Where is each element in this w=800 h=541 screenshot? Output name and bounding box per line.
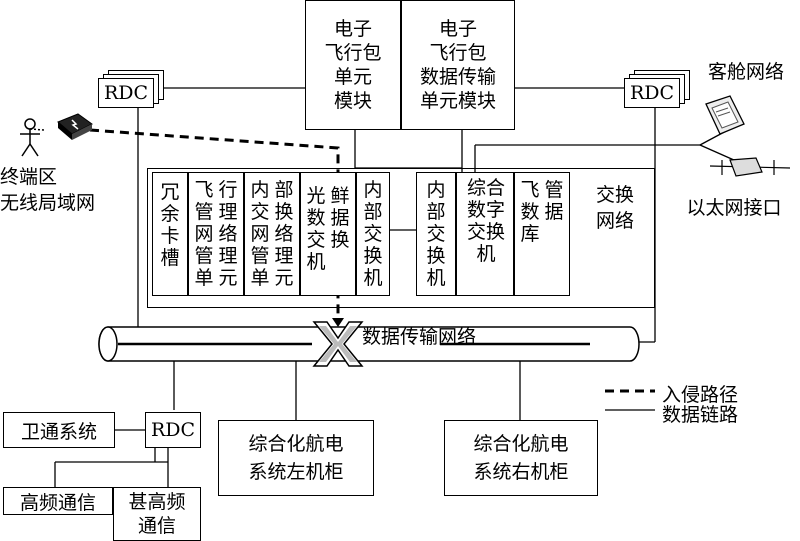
rdc-bottom: RDC xyxy=(145,412,201,448)
integrated-digital-switch-label: 综合 数字 交换 机 xyxy=(466,177,505,265)
internal-exchange-mgmt-unit: 内 交 网 管 单 部 换 络 理 元 xyxy=(244,172,300,296)
redundant-slot-label: 冗 余 卡 槽 xyxy=(160,181,180,269)
ethernet-icon xyxy=(709,157,791,177)
optical-switch-col-a: 光 数 交 机 xyxy=(306,185,326,273)
internal-switch-2-label: 内 部 交 换 机 xyxy=(426,179,446,289)
vhf-label: 甚高频 通信 xyxy=(128,491,186,537)
internal-switch-1-label: 内 部 交 换 机 xyxy=(363,179,383,289)
rdc-top-left: RDC xyxy=(98,70,166,110)
cabin-device-icon xyxy=(705,95,745,135)
data-network-pipe xyxy=(98,326,640,362)
rdc-label: RDC xyxy=(98,78,154,108)
internal-switch-2: 内 部 交 换 机 xyxy=(416,172,456,296)
efb-unit-label: 电子 飞行包 单元 模块 xyxy=(324,18,382,112)
router-icon xyxy=(57,113,93,140)
redundant-slot: 冗 余 卡 槽 xyxy=(152,172,188,296)
person-icon xyxy=(20,118,45,157)
intrusion-x-marker xyxy=(312,321,364,367)
rdc-label: RDC xyxy=(150,419,196,441)
vhf-comm: 甚高频 通信 xyxy=(113,487,201,541)
exchange-mgmt-col-a: 内 交 网 管 单 xyxy=(250,179,270,289)
switch-network-label: 交换 网络 xyxy=(595,184,634,232)
flight-network-mgmt-unit: 飞 管 网 管 单 行 理 络 理 元 xyxy=(188,172,244,296)
flight-mgmt-col-b: 行 理 络 理 元 xyxy=(218,179,238,289)
cabin-network-label: 客舱网络 xyxy=(707,61,784,83)
data-network-label: 数据传输网络 xyxy=(362,326,477,348)
optical-switch-col-b: 鲜 据 换 xyxy=(330,185,350,251)
integrated-digital-switch: 综合 数字 交换 机 xyxy=(456,172,514,296)
rdc-label: RDC xyxy=(624,78,680,108)
fms-db-col-a: 飞 数 库 xyxy=(520,179,540,245)
exchange-mgmt-col-b: 部 换 络 理 元 xyxy=(274,179,294,289)
internal-switch-1: 内 部 交 换 机 xyxy=(356,172,390,296)
optical-data-switch: 光 数 交 机 鲜 据 换 xyxy=(300,172,356,296)
fms-db-col-b: 管 据 xyxy=(544,179,564,223)
rdc-top-right: RDC xyxy=(624,70,692,110)
hf-comm: 高频通信 xyxy=(3,487,113,515)
avionics-left-label: 综合化航电 系统左机柜 xyxy=(248,433,344,483)
legend-data-link-label: 数据链路 xyxy=(662,404,739,426)
flight-mgmt-col-a: 飞 管 网 管 单 xyxy=(194,179,214,289)
avionics-right-label: 综合化航电 系统右机柜 xyxy=(473,433,569,483)
legend-intrusion-label: 入侵路径 xyxy=(662,384,739,406)
efb-data-unit-module: 电子 飞行包 数据传输 单元模块 xyxy=(401,0,515,130)
core-cabinet xyxy=(147,168,655,308)
terminal-area-label: 终端区 无线局域网 xyxy=(0,166,96,214)
avionics-left-cabinet: 综合化航电 系统左机柜 xyxy=(218,420,374,496)
avionics-right-cabinet: 综合化航电 系统右机柜 xyxy=(444,420,598,496)
satcom-system: 卫通系统 xyxy=(3,412,115,448)
hf-label: 高频通信 xyxy=(19,491,96,514)
flight-mgmt-database: 飞 数 库 管 据 xyxy=(514,172,570,296)
efb-unit-module: 电子 飞行包 单元 模块 xyxy=(305,0,401,130)
efb-data-unit-label: 电子 飞行包 数据传输 单元模块 xyxy=(419,18,496,112)
satcom-label: 卫通系统 xyxy=(20,420,97,443)
ethernet-interface-label: 以太网接口 xyxy=(686,197,782,219)
